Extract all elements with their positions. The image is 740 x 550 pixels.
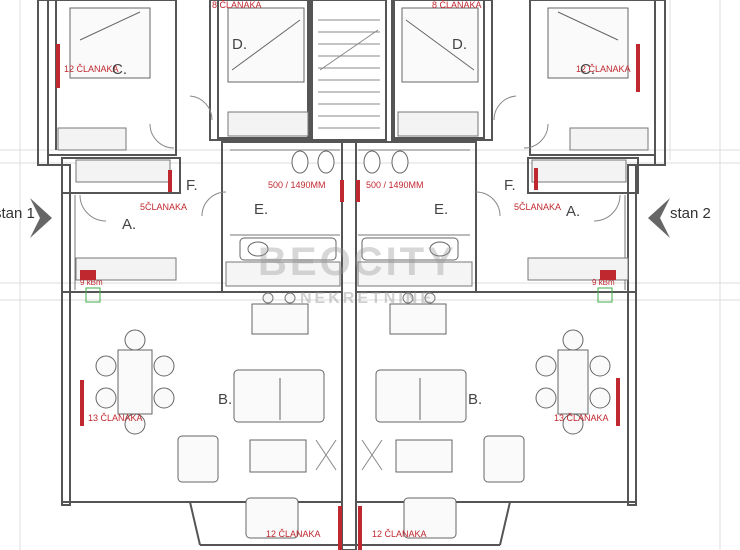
radiator-living-b-right	[616, 378, 620, 426]
radiator-living-b-left	[80, 380, 84, 426]
room-a-right: A.	[566, 203, 581, 220]
room-e-right: E.	[434, 201, 449, 218]
label-5-clanaka-left: 5ČLANAKA	[140, 202, 188, 212]
meter-boxes	[85, 287, 613, 303]
label-8-clanaka-right: 8 ČLANAKA	[432, 0, 482, 10]
door-swings	[79, 95, 621, 222]
watermark-brand: BEOCITY	[258, 240, 457, 284]
label-5-clanaka-right: 5ČLANAKA	[514, 202, 562, 212]
label-12-clanaka-top-left: 12 ČLANAKA	[64, 64, 119, 74]
radiator-bath-e-right	[356, 180, 360, 202]
room-d-right: D.	[452, 36, 467, 53]
entrance-label-right: stan 2	[670, 205, 711, 222]
living-furniture-right	[375, 303, 611, 539]
label-13-clanaka-right: 13 ČLANAKA	[554, 413, 609, 423]
radiator-bedroom-c-left	[56, 44, 60, 88]
label-13-clanaka-left: 13 ČLANAKA	[88, 413, 143, 423]
radiators	[56, 44, 640, 550]
label-12-clanaka-bottom-right: 12 ČLANAKA	[372, 529, 427, 539]
entrance-label-left: stan 1	[0, 205, 35, 222]
room-e-left: E.	[254, 201, 269, 218]
radiator-bay-right	[358, 506, 362, 550]
radiator-bath-e-left	[340, 180, 344, 202]
staircase	[318, 19, 380, 129]
walls	[37, 0, 666, 550]
room-c-left: C.	[112, 61, 127, 78]
label-12-clanaka-bottom-left: 12 ČLANAKA	[266, 529, 321, 539]
label-vkm-left: 9 kBm	[80, 278, 103, 287]
room-a-left: A.	[122, 216, 137, 233]
room-b-left: B.	[218, 391, 233, 408]
center-marks	[315, 439, 383, 471]
label-dimension-left: 500 / 1490MM	[268, 180, 326, 190]
label-vkm-right: 9 kBm	[592, 278, 615, 287]
radiator-bedroom-c-right	[636, 44, 640, 92]
radiator-hall-f-right	[534, 168, 538, 190]
entrance-arrow-left-icon	[30, 198, 52, 238]
label-8-clanaka-left: 8 ČLANAKA	[212, 0, 262, 10]
label-12-clanaka-top-right: 12 ČLANAKA	[576, 64, 631, 74]
radiator-hall-f-left	[168, 170, 172, 192]
room-c-right: C.	[580, 61, 595, 78]
watermark-sub: NEKRETNINE	[300, 290, 435, 307]
kitchen-counters	[225, 261, 473, 304]
meter-heater-right	[600, 270, 616, 280]
label-dimension-right: 500 / 1490MM	[366, 180, 424, 190]
room-f-left: F.	[186, 177, 198, 194]
radiator-bay-left	[338, 506, 342, 550]
room-f-right: F.	[504, 177, 516, 194]
room-b-right: B.	[468, 391, 483, 408]
entrance-arrow-right-icon	[648, 198, 670, 238]
sanitary-fixtures	[239, 150, 459, 261]
room-d-left: D.	[232, 36, 247, 53]
meter-heater-left	[80, 270, 96, 280]
beds	[69, 7, 629, 83]
living-furniture-left	[95, 303, 325, 539]
